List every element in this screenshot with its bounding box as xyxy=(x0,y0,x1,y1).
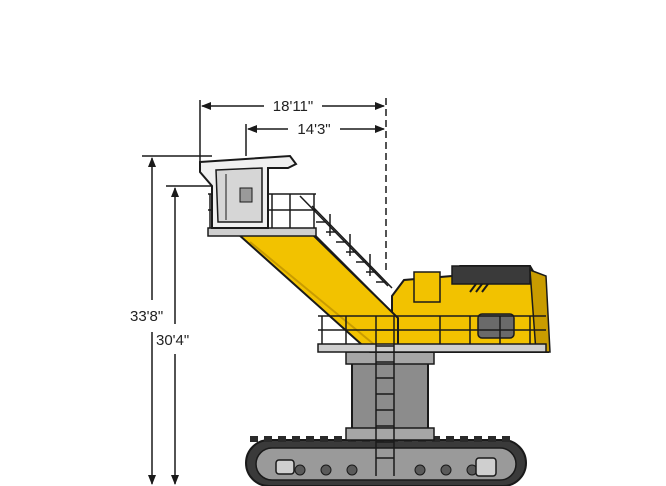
overall-height-label: 33'8" xyxy=(130,308,163,325)
dimension-lines xyxy=(142,98,387,485)
operator-cab xyxy=(199,154,298,229)
pedestal-column xyxy=(345,351,435,441)
upper-carriage xyxy=(391,265,551,353)
access-ladder xyxy=(375,316,395,476)
cab-width-label: 14'3" xyxy=(297,121,330,138)
crawler-track xyxy=(245,436,527,486)
cab-height-label: 30'4" xyxy=(156,332,189,349)
excavator-illustration xyxy=(199,154,551,486)
lower-platform-railing xyxy=(317,315,547,353)
overall-width-label: 18'11" xyxy=(273,98,313,115)
